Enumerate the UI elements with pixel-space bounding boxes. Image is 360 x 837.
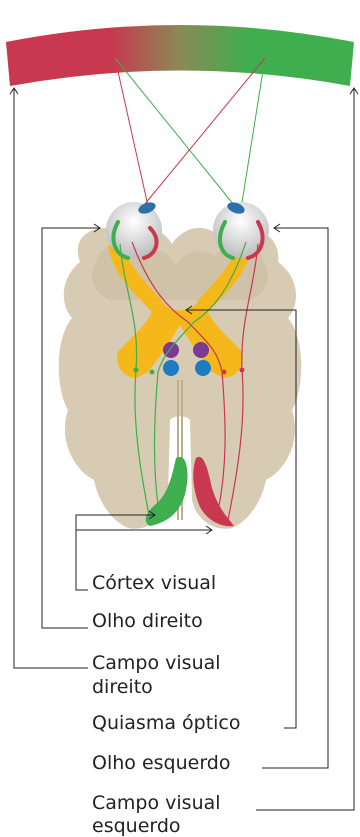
label-left-visual-field-line1: Campo visual: [92, 792, 221, 814]
label-right-visual-field-line2: direito: [92, 676, 153, 698]
left-eye: [213, 200, 269, 258]
label-right-visual-field-line1: Campo visual: [92, 652, 221, 674]
visual-field-band: [6, 25, 354, 86]
label-optic-chiasm: Quiasma óptico: [92, 712, 241, 734]
label-visual-cortex: Córtex visual: [92, 572, 216, 594]
label-left-eye: Olho esquerdo: [92, 752, 230, 774]
right-eye: [106, 200, 162, 258]
label-left-visual-field-line2: esquerdo: [92, 815, 181, 837]
visual-rays: [115, 58, 265, 215]
leader-lines: [10, 88, 358, 810]
label-right-eye: Olho direito: [92, 610, 203, 632]
